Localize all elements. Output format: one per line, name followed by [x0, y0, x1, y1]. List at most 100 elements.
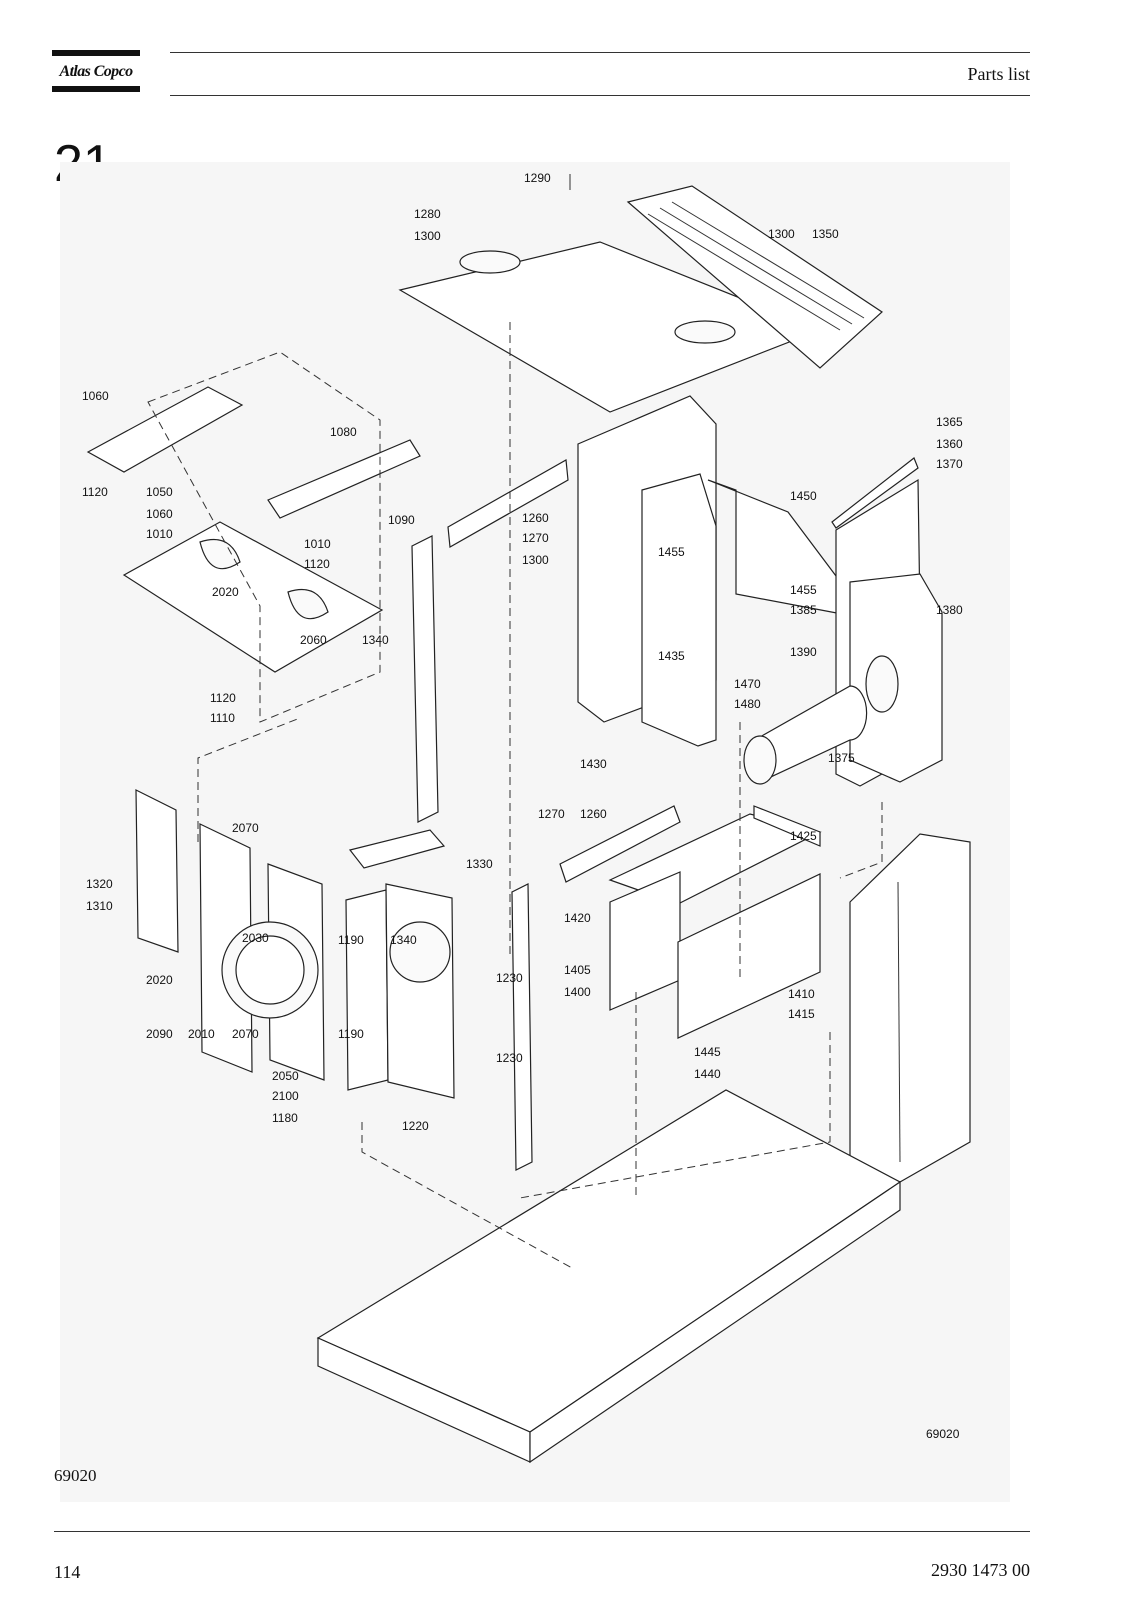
label-1455: 1455	[658, 545, 685, 559]
cutout-b	[287, 588, 329, 620]
label-1310: 1310	[86, 899, 113, 913]
duct-pipe-end	[743, 735, 777, 785]
exploded-view-drawing: 1290 1280 1300 1300 1350 1060 1080 1365 …	[60, 162, 1010, 1502]
tray-panel	[122, 521, 384, 673]
label-2030: 2030	[242, 931, 269, 945]
panel-1380-hole	[865, 655, 899, 713]
panel-2010	[199, 823, 253, 1073]
label-2050: 2050	[272, 1069, 299, 1083]
panel-1220	[385, 883, 455, 1099]
label-2070: 2070	[232, 821, 259, 835]
cutout-a	[199, 538, 241, 570]
label-1120b: 1120	[304, 557, 330, 571]
dashed-guide-1	[197, 717, 301, 842]
label-1410: 1410	[788, 987, 815, 1001]
label-1280: 1280	[414, 207, 441, 221]
duct-cover	[641, 473, 717, 747]
label-1435: 1435	[658, 649, 685, 663]
label-1350: 1350	[812, 227, 839, 241]
panel-1310	[135, 789, 179, 953]
label-2020: 2020	[212, 585, 239, 599]
dashed-outline-a	[147, 351, 381, 723]
bracket-1425	[753, 805, 821, 847]
upper-rail-1	[86, 386, 244, 473]
label-1375: 1375	[828, 751, 855, 765]
header-top-rule	[170, 52, 1030, 53]
side-wall	[849, 833, 971, 1183]
label-1450: 1450	[790, 489, 817, 503]
label-1270b: 1270	[538, 807, 565, 821]
label-1390: 1390	[790, 645, 817, 659]
label-1120: 1120	[82, 485, 108, 499]
drawing-code: 69020	[926, 1427, 960, 1441]
roof-hole-right	[674, 320, 736, 344]
label-1340: 1340	[362, 633, 389, 647]
dashed-guide-7	[839, 802, 883, 879]
label-1010b: 1010	[304, 537, 331, 551]
label-1320: 1320	[86, 877, 113, 891]
upper-rail-2	[267, 439, 421, 519]
label-1480: 1480	[734, 697, 761, 711]
label-1180: 1180	[272, 1111, 298, 1125]
box-1400-side	[609, 871, 681, 1011]
exploded-view-svg: 1290 1280 1300 1300 1350 1060 1080 1365 …	[82, 171, 971, 1464]
panel-1220-hole	[389, 921, 451, 983]
label-1380: 1380	[936, 603, 963, 617]
figure-code: 69020	[54, 1466, 97, 1485]
plate-1330	[348, 829, 446, 869]
label-1190b: 1190	[338, 1027, 364, 1041]
label-2070b: 2070	[232, 1027, 259, 1041]
label-1290: 1290	[524, 171, 551, 185]
bracket-1260b	[559, 805, 681, 883]
panel-1370-rail	[831, 457, 919, 529]
label-1300b: 1300	[768, 227, 795, 241]
label-1340b: 1340	[390, 933, 417, 947]
label-1230b: 1230	[496, 1051, 523, 1065]
label-1010: 1010	[146, 527, 173, 541]
header-bottom-rule	[170, 95, 1030, 96]
label-1080: 1080	[330, 425, 357, 439]
dashed-guide-2	[361, 1122, 573, 1269]
label-1425: 1425	[790, 829, 817, 843]
label-1385: 1385	[790, 603, 817, 617]
ring-2030-inner	[235, 935, 305, 1005]
page-number: 114	[54, 1562, 81, 1582]
label-1260b: 1260	[580, 807, 607, 821]
footer-rule	[54, 1531, 1030, 1532]
label-1470: 1470	[734, 677, 761, 691]
label-1455b: 1455	[790, 583, 817, 597]
label-1300: 1300	[414, 229, 441, 243]
panel-1450	[707, 479, 843, 615]
label-1060b: 1060	[146, 507, 173, 521]
vertical-post-2	[511, 883, 533, 1171]
label-1120c: 1120	[210, 691, 236, 705]
label-2010: 2010	[188, 1027, 215, 1041]
label-1220: 1220	[402, 1119, 429, 1133]
label-1090: 1090	[388, 513, 415, 527]
label-1300c: 1300	[522, 553, 549, 567]
vertical-post-1	[411, 535, 439, 823]
label-1365: 1365	[936, 415, 963, 429]
label-1420: 1420	[564, 911, 591, 925]
panel-1190	[345, 889, 389, 1091]
label-1230: 1230	[496, 971, 523, 985]
label-1415: 1415	[788, 1007, 815, 1021]
panel-1410	[677, 873, 821, 1039]
logo-bottom-bar	[52, 86, 140, 92]
label-2090: 2090	[146, 1027, 173, 1041]
label-1430: 1430	[580, 757, 607, 771]
grille-panel	[626, 185, 883, 369]
label-1445: 1445	[694, 1045, 721, 1059]
label-1405: 1405	[564, 963, 591, 977]
roof-hole-left	[459, 250, 521, 274]
label-1270: 1270	[522, 531, 549, 545]
section-title: Parts list	[967, 64, 1030, 84]
dashed-guide-5	[519, 1032, 831, 1199]
logo-top-bar	[52, 50, 140, 56]
atlas-copco-logo: Atlas Copco	[52, 50, 140, 94]
label-2060: 2060	[300, 633, 327, 647]
label-1360: 1360	[936, 437, 963, 451]
label-2020b: 2020	[146, 973, 173, 987]
label-1060: 1060	[82, 389, 109, 403]
document-number: 2930 1473 00	[931, 1560, 1030, 1580]
